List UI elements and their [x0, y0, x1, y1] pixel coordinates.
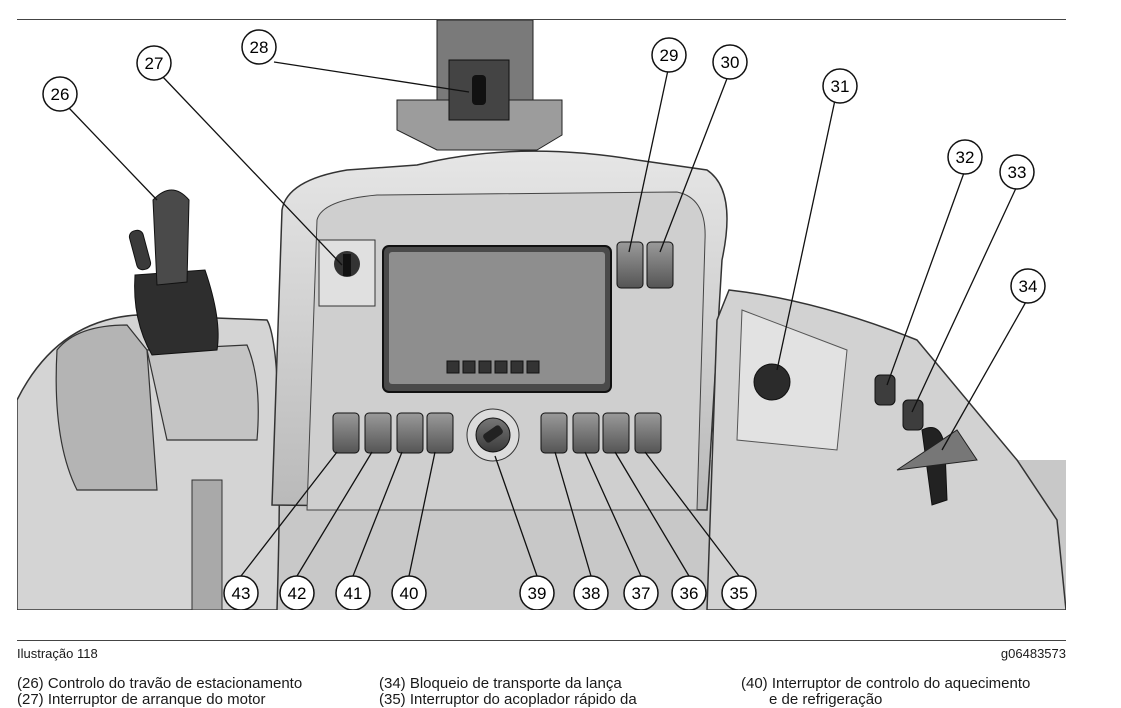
svg-text:36: 36 [680, 584, 699, 603]
svg-text:34: 34 [1019, 277, 1038, 296]
svg-text:26: 26 [51, 85, 70, 104]
svg-text:27: 27 [145, 54, 164, 73]
illustration-label: Ilustração 118 [17, 646, 98, 661]
callout-42: 42 [279, 575, 315, 610]
illustration-code: g06483573 [1000, 646, 1066, 661]
legend-column-3: (40) Interruptor de controlo do aquecime… [741, 676, 1030, 708]
callout-39: 39 [519, 575, 555, 610]
lower-rocker-switches [332, 412, 662, 454]
callout-40: 40 [391, 575, 427, 610]
callout-32: 32 [947, 139, 983, 175]
svg-text:38: 38 [582, 584, 601, 603]
svg-text:39: 39 [528, 584, 547, 603]
legend-item-40: (40) Interruptor de controlo do aquecime… [741, 675, 1031, 692]
svg-text:42: 42 [288, 584, 307, 603]
svg-text:29: 29 [660, 46, 679, 65]
upper-rocker-switches [616, 241, 674, 289]
left-console [17, 314, 281, 610]
callout-26: 26 [42, 76, 78, 112]
callouts: 26 27 28 29 30 31 32 33 34 35 36 37 38 3… [42, 29, 1046, 610]
callout-38: 38 [573, 575, 609, 610]
top-mast-switch [396, 20, 563, 151]
legend-item-35: (35) Interruptor do acoplador rápido da [379, 691, 637, 708]
parking-brake-joystick [128, 189, 219, 356]
svg-text:31: 31 [831, 77, 850, 96]
leader-lines [68, 61, 1028, 577]
svg-text:30: 30 [721, 53, 740, 72]
callout-29: 29 [651, 37, 687, 73]
callout-27: 27 [136, 45, 172, 81]
callout-43: 43 [223, 575, 259, 610]
callout-34: 34 [1010, 268, 1046, 304]
callout-28: 28 [241, 29, 277, 65]
svg-text:43: 43 [232, 584, 251, 603]
svg-text:28: 28 [250, 38, 269, 57]
svg-text:40: 40 [400, 584, 419, 603]
legend-item-26: (26) Controlo do travão de estacionament… [17, 675, 303, 692]
callout-33: 33 [999, 154, 1035, 190]
top-rule [17, 19, 1066, 20]
cab-controls-illustration: 26 27 28 29 30 31 32 33 34 35 36 37 38 3… [17, 20, 1066, 610]
legend-item-40-cont: e de refrigeração [769, 691, 883, 708]
legend-item-27: (27) Interruptor de arranque do motor [17, 691, 266, 708]
rotary-knob [466, 408, 520, 462]
svg-text:35: 35 [730, 584, 749, 603]
legend-column-2: (34) Bloqueio de transporte da lança (35… [379, 676, 637, 708]
svg-text:41: 41 [344, 584, 363, 603]
callout-41: 41 [335, 575, 371, 610]
svg-text:33: 33 [1008, 163, 1027, 182]
callout-30: 30 [712, 44, 748, 80]
right-console [706, 289, 1066, 610]
caption-rule [17, 640, 1066, 641]
svg-text:32: 32 [956, 148, 975, 167]
display-monitor [382, 245, 612, 393]
legend-column-1: (26) Controlo do travão de estacionament… [17, 676, 302, 708]
callout-36: 36 [671, 575, 707, 610]
callout-37: 37 [623, 575, 659, 610]
callout-31: 31 [822, 68, 858, 104]
callout-35: 35 [721, 575, 757, 610]
svg-text:37: 37 [632, 584, 651, 603]
legend-item-34: (34) Bloqueio de transporte da lança [379, 675, 622, 692]
